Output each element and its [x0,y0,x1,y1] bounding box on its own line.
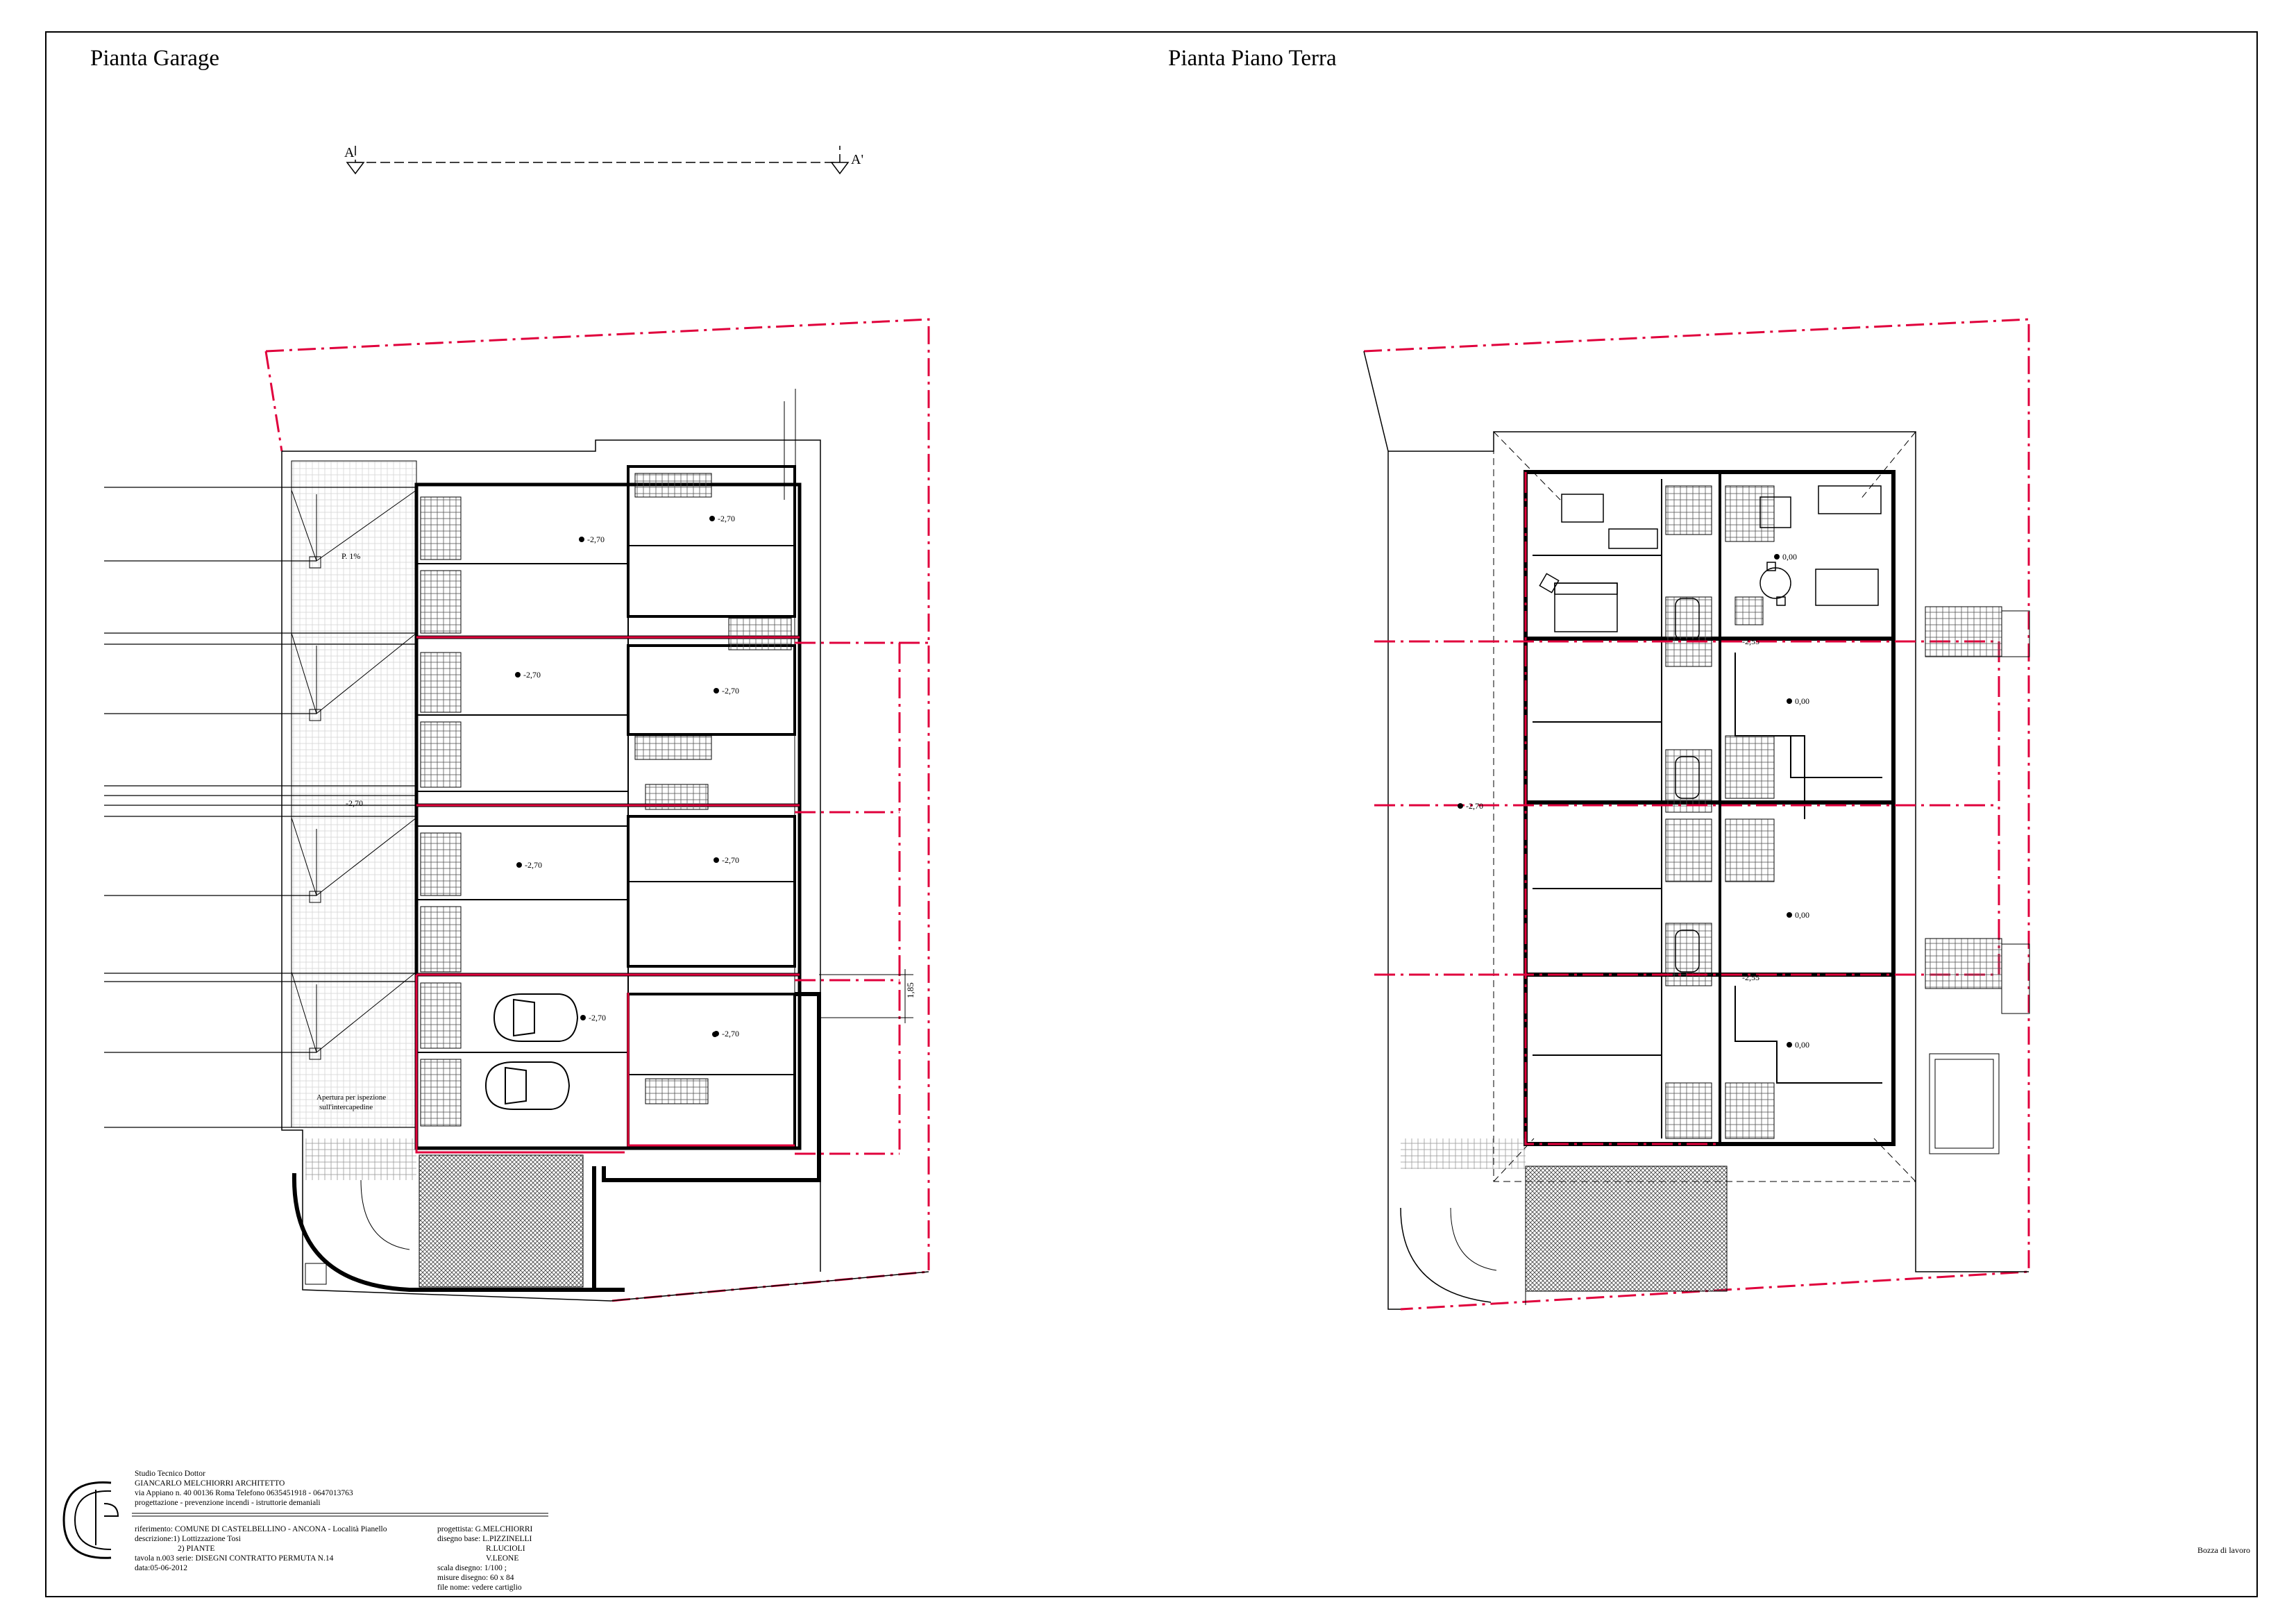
svg-text:-2,70: -2,70 [718,514,735,523]
section-label-a: A [344,145,355,160]
dimension-label: 1,85 [905,982,915,998]
tb-descrizione1: descrizione:1) Lottizzazione Tosi [135,1535,241,1543]
title-block [62,1481,548,1559]
lot-boundary [265,318,930,1302]
ground-floor-plan [1363,318,2030,1311]
svg-text:0,00: 0,00 [1782,552,1797,562]
tb-address: via Appiano n. 40 00136 Roma Telefono 06… [135,1489,353,1497]
svg-text:-2,70: -2,70 [589,1013,606,1023]
svg-text:Apertura per ispezione: Apertura per ispezione [316,1093,386,1102]
tb-scala: scala disegno: 1/100 ; [437,1564,507,1572]
furniture [1539,485,1882,973]
title-pianta-garage: Pianta Garage [90,46,219,71]
garage-plan: 1,85 [104,318,930,1302]
ground-level-labels: 0,00 0,00 0,00 0,00 -2,70 -2,55 -2,55 [1466,552,1809,1050]
svg-text:0,00: 0,00 [1795,1040,1809,1050]
section-label-a-prime: A' [851,152,863,167]
tb-file: file nome: vedere cartiglio [437,1583,522,1592]
section-marker [346,146,850,175]
tb-descrizione2: 2) PIANTE [178,1545,215,1553]
svg-text:-2,55: -2,55 [1742,637,1759,646]
tb-collaboratore1: R.LUCIOLI [486,1545,525,1553]
tb-misure: misure disegno: 60 x 84 [437,1574,514,1582]
svg-text:-2,70: -2,70 [722,855,739,865]
svg-text:0,00: 0,00 [1795,696,1809,706]
tb-architect: GIANCARLO MELCHIORRI ARCHITETTO [135,1479,285,1488]
svg-text:-2,70: -2,70 [1466,801,1483,811]
svg-text:0,00: 0,00 [1795,910,1809,920]
tb-tavola: tavola n.003 serie: DISEGNI CONTRATTO PE… [135,1554,334,1563]
garage-level-labels: -2,70 -2,70 -2,70 -2,70 -2,70 -2,70 -2,7… [316,514,739,1111]
tb-progettista: progettista: G.MELCHIORRI [437,1525,533,1533]
svg-text:-2,55: -2,55 [1742,973,1759,982]
svg-text:-2,70: -2,70 [525,860,542,870]
tb-collaboratore2: V.LEONE [486,1554,519,1563]
title-pianta-piano-terra: Pianta Piano Terra [1168,46,1337,71]
draft-stamp: Bozza di lavoro [2197,1545,2250,1555]
tb-studio: Studio Tecnico Dottor [135,1470,205,1478]
svg-text:-2,70: -2,70 [722,1029,739,1038]
svg-text:-2,70: -2,70 [722,686,739,696]
tb-riferimento: riferimento: COMUNE DI CASTELBELLINO - A… [135,1525,387,1533]
tb-services: progettazione - prevenzione incendi - is… [135,1499,321,1507]
svg-text:P. 1%: P. 1% [341,551,360,561]
tb-disegno-base: disegno base: L.PIZZINELLI [437,1535,532,1543]
car-icons [484,993,579,1110]
tb-data: data:05-06-2012 [135,1564,188,1572]
svg-text:-2,70: -2,70 [587,535,605,544]
sheet-border [45,31,2258,1597]
svg-text:-2,70: -2,70 [523,670,541,680]
svg-text:sull'intercapedine: sull'intercapedine [319,1103,373,1111]
svg-text:-2,70: -2,70 [346,798,363,808]
level-marker-icons [515,516,719,1037]
